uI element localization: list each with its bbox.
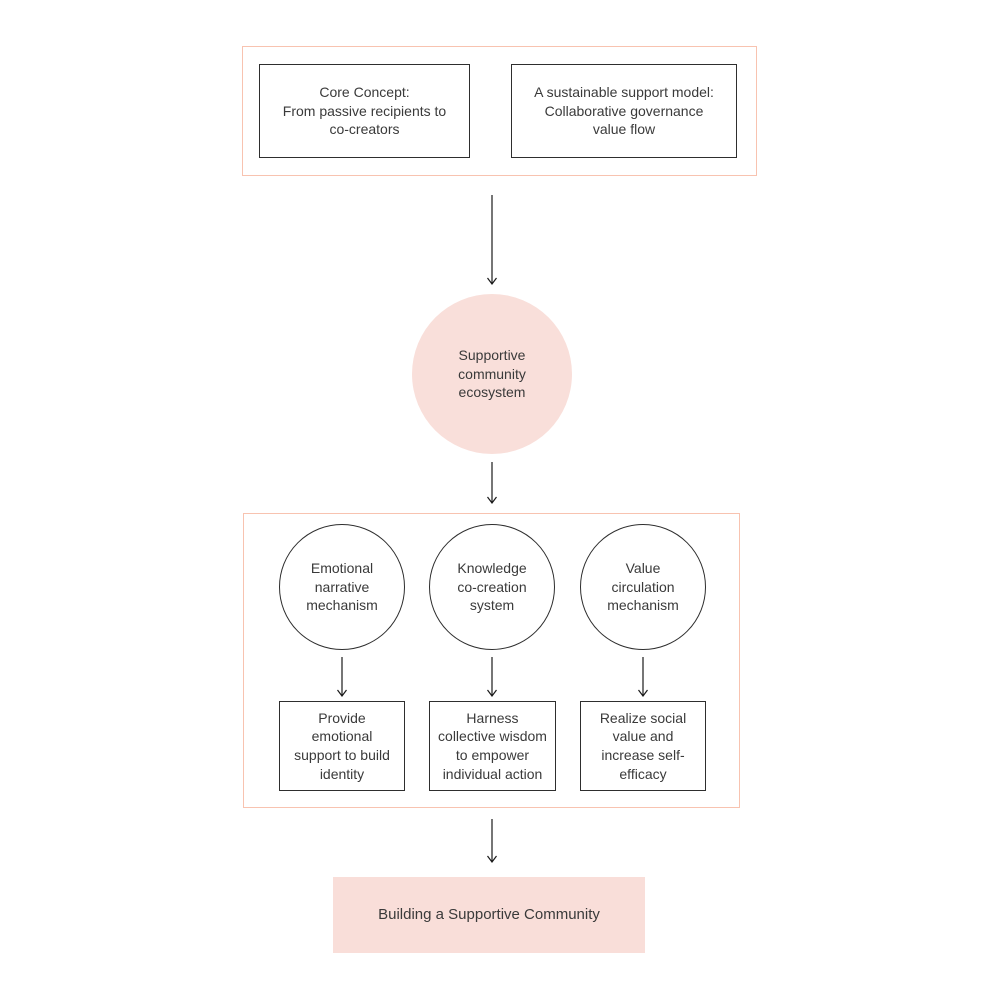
- core-concept-box: Core Concept: From passive recipients to…: [259, 64, 470, 158]
- arrow-hub-to-mechanisms: [487, 462, 497, 504]
- knowledge-cocreation-system-circle: Knowledge co-creation system: [429, 524, 555, 650]
- building-supportive-community-banner: Building a Supportive Community: [333, 877, 645, 953]
- value-circulation-mechanism-circle: Value circulation mechanism: [580, 524, 706, 650]
- social-value-outcome-box: Realize social value and increase self- …: [580, 701, 706, 791]
- arrow-top-to-hub: [487, 195, 497, 285]
- collective-wisdom-outcome-box: Harness collective wisdom to empower ind…: [429, 701, 556, 791]
- emotional-support-outcome-box: Provide emotional support to build ident…: [279, 701, 405, 791]
- supportive-community-ecosystem-circle: Supportive community ecosystem: [412, 294, 572, 454]
- sustainable-support-model-box: A sustainable support model: Collaborati…: [511, 64, 737, 158]
- arrow-mechanisms-to-footer: [487, 819, 497, 863]
- emotional-narrative-mechanism-circle: Emotional narrative mechanism: [279, 524, 405, 650]
